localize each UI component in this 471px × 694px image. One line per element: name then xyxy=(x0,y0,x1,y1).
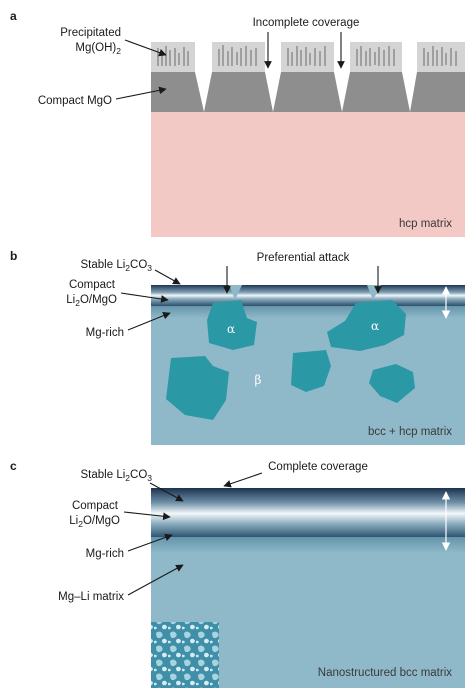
mgo-grain-5 xyxy=(410,42,465,112)
incomplete-coverage-label: Incomplete coverage xyxy=(253,17,360,29)
alpha-label-2: α xyxy=(371,319,379,333)
panel-a: a xyxy=(10,9,465,237)
mgo-grain-3 xyxy=(273,42,342,112)
compact-label-line2: Li2O/MgO xyxy=(66,294,117,308)
alpha-particle-2 xyxy=(327,300,406,351)
complete-coverage-label: Complete coverage xyxy=(268,461,368,473)
panel-c-letter: c xyxy=(10,459,17,473)
compact-mgo-label: Compact MgO xyxy=(38,95,112,107)
complete-coverage-arrow xyxy=(223,472,263,488)
mg-rich-layer-c xyxy=(151,535,465,553)
mg-rich-arrow-c xyxy=(127,533,173,552)
preferential-attack-label: Preferential attack xyxy=(257,252,350,264)
mgo-grain-2 xyxy=(204,42,273,112)
mg-rich-layer xyxy=(151,304,465,318)
beta-label: β xyxy=(255,373,262,387)
mg-li-matrix-arrow xyxy=(127,564,184,596)
compact-label-line1-c: Compact xyxy=(72,500,119,512)
beta-particle-3 xyxy=(369,364,415,403)
alpha-particle-1 xyxy=(207,300,257,350)
panel-a-letter: a xyxy=(10,9,17,23)
mg-rich-arrow xyxy=(127,312,171,331)
precipitated-label-line2: Mg(OH)2 xyxy=(75,42,121,56)
nanostructure-micrograph-inset xyxy=(151,622,219,688)
complete-protective-film xyxy=(151,488,465,537)
stable-li2co3-arrow xyxy=(154,269,181,285)
bcc-hcp-matrix-label: bcc + hcp matrix xyxy=(368,426,452,438)
nanostructured-bcc-matrix-label: Nanostructured bcc matrix xyxy=(318,667,452,679)
precipitated-arrow xyxy=(124,39,167,57)
panel-b-letter: b xyxy=(10,249,17,263)
beta-particle-1 xyxy=(166,356,229,420)
compact-label-line2-c: Li2O/MgO xyxy=(69,515,120,529)
stable-li2co3-label: Stable Li2CO3 xyxy=(81,259,153,273)
mg-rich-label-c: Mg-rich xyxy=(86,548,124,560)
protective-film xyxy=(151,285,465,306)
compact-li2o-arrow xyxy=(120,292,169,303)
stable-li2co3-label-c: Stable Li2CO3 xyxy=(81,469,153,483)
beta-particle-2 xyxy=(291,350,331,392)
panel-c: c Stable Li2CO3 Compact Li2O/MgO Mg-rich… xyxy=(10,459,465,688)
compact-mgo-arrow xyxy=(115,86,167,100)
panel-b: b α α β Stable Li2CO3 Compact Li2O/MgO M… xyxy=(10,249,465,445)
mgo-grain-4 xyxy=(342,42,410,112)
mg-li-matrix-label: Mg–Li matrix xyxy=(58,591,124,603)
compact-label-line1: Compact xyxy=(69,279,116,291)
hcp-matrix-region xyxy=(151,112,465,237)
mg-rich-label: Mg-rich xyxy=(86,327,124,339)
stable-li2co3-arrow-c xyxy=(149,482,184,502)
hcp-matrix-label: hcp matrix xyxy=(399,218,452,230)
compact-li2o-arrow-c xyxy=(123,511,171,521)
alpha-label-1: α xyxy=(227,322,235,336)
precipitated-label-line1: Precipitated xyxy=(60,27,121,39)
